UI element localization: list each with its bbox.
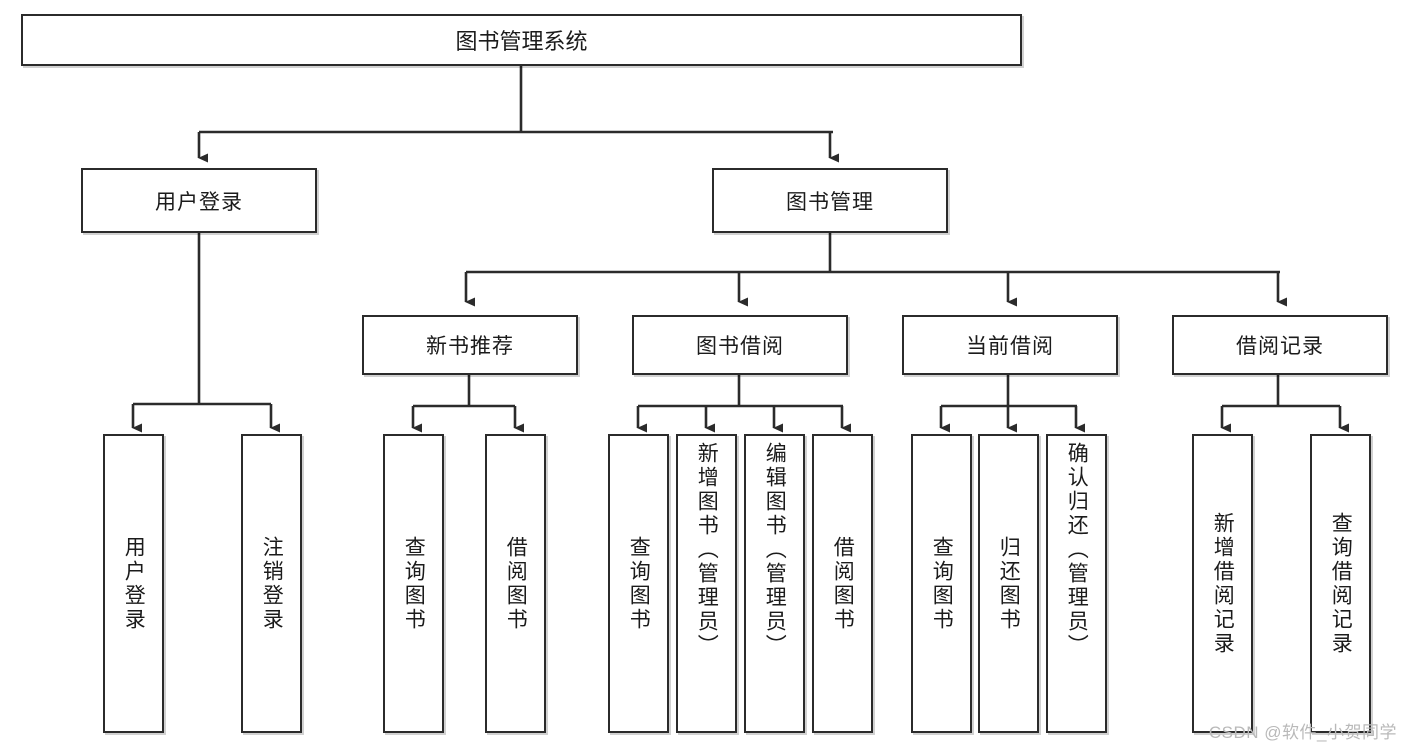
leaf-borrow-add-book[interactable]: 新增图书（管理员） [676, 434, 737, 733]
leaf-user-logout[interactable]: 注销登录 [241, 434, 302, 733]
leaf-newbook-borrow-book[interactable]: 借阅图书 [485, 434, 546, 733]
leaf-borrow-borrow-book[interactable]: 借阅图书 [812, 434, 873, 733]
node-borrow-record[interactable]: 借阅记录 [1172, 315, 1388, 375]
leaf-newbook-query-book[interactable]: 查询图书 [383, 434, 444, 733]
leaf-borrow-add-book-label: 新增图书（管理员） [695, 442, 719, 658]
node-book-borrow-label: 图书借阅 [696, 335, 784, 358]
leaf-borrow-query-book-label: 查询图书 [627, 535, 651, 632]
node-root-label: 图书管理系统 [455, 29, 588, 54]
leaf-current-query-book[interactable]: 查询图书 [911, 434, 972, 733]
leaf-user-login[interactable]: 用户登录 [103, 434, 164, 733]
leaf-borrow-edit-book-label: 编辑图书（管理员） [763, 442, 787, 658]
leaf-record-query-record[interactable]: 查询借阅记录 [1310, 434, 1371, 733]
node-current-borrow-label: 当前借阅 [966, 335, 1054, 358]
node-book-borrow[interactable]: 图书借阅 [632, 315, 848, 375]
leaf-current-return-book-label: 归还图书 [997, 535, 1021, 632]
node-current-borrow[interactable]: 当前借阅 [902, 315, 1118, 375]
node-user-login[interactable]: 用户登录 [81, 168, 317, 233]
leaf-borrow-borrow-book-label: 借阅图书 [831, 535, 855, 632]
leaf-current-confirm-return[interactable]: 确认归还（管理员） [1046, 434, 1107, 733]
leaf-borrow-edit-book[interactable]: 编辑图书（管理员） [744, 434, 805, 733]
node-user-login-label: 用户登录 [155, 190, 243, 214]
watermark: CSDN @软件_小贺同学 [1208, 723, 1397, 742]
leaf-newbook-borrow-book-label: 借阅图书 [504, 535, 528, 632]
leaf-record-add-record[interactable]: 新增借阅记录 [1192, 434, 1253, 733]
node-root[interactable]: 图书管理系统 [21, 14, 1022, 66]
node-book-management-label: 图书管理 [786, 190, 874, 214]
leaf-current-return-book[interactable]: 归还图书 [978, 434, 1039, 733]
leaf-borrow-query-book[interactable]: 查询图书 [608, 434, 669, 733]
leaf-record-query-record-label: 查询借阅记录 [1329, 511, 1353, 656]
leaf-user-login-label: 用户登录 [122, 535, 146, 632]
node-new-book-recommend-label: 新书推荐 [426, 335, 514, 358]
node-new-book-recommend[interactable]: 新书推荐 [362, 315, 578, 375]
leaf-record-add-record-label: 新增借阅记录 [1211, 511, 1235, 656]
leaf-newbook-query-book-label: 查询图书 [402, 535, 426, 632]
leaf-user-logout-label: 注销登录 [260, 535, 284, 632]
leaf-current-confirm-return-label: 确认归还（管理员） [1065, 442, 1089, 658]
node-book-management[interactable]: 图书管理 [712, 168, 948, 233]
node-borrow-record-label: 借阅记录 [1236, 335, 1324, 358]
leaf-current-query-book-label: 查询图书 [930, 535, 954, 632]
